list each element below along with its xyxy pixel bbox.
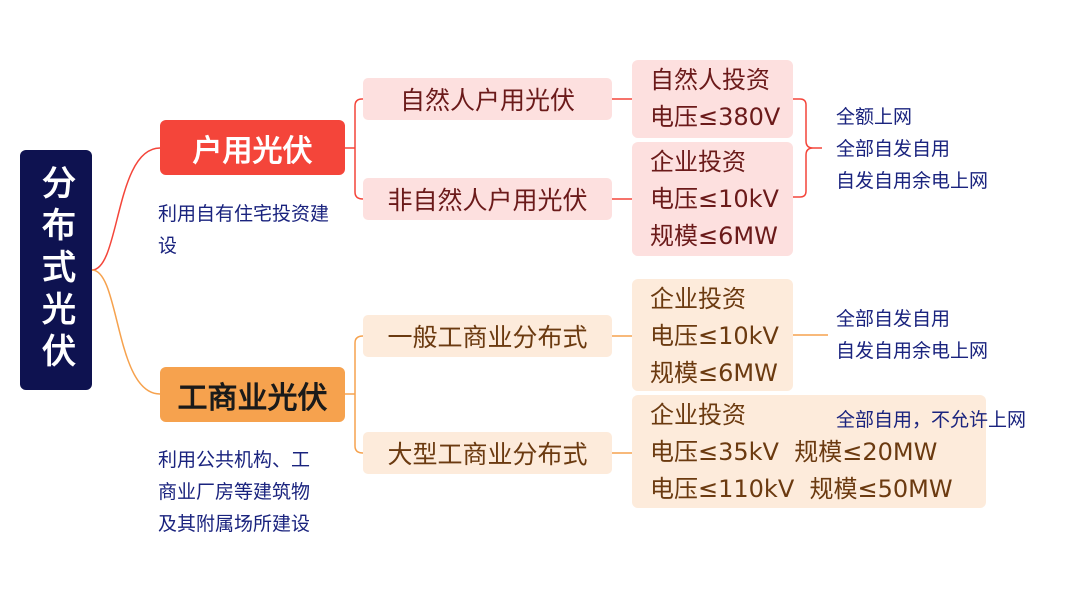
leaf-general-commercial-details: 企业投资 电压≤10kV 规模≤6MW (632, 279, 793, 391)
node-large-commercial: 大型工商业分布式 (363, 432, 612, 474)
detail-line: 电压≤10kV (650, 185, 779, 213)
detail-line: 电压≤35kV 规模≤20MW (650, 438, 938, 466)
detail-line: 电压≤380V (650, 103, 781, 131)
bracket-notes-household (793, 98, 822, 198)
detail-line: 电压≤110kV 规模≤50MW (650, 475, 953, 503)
commercial-description: 利用公共机构、工商业厂房等建筑物及其附属场所建设 (158, 449, 311, 535)
detail-line: 规模≤6MW (650, 222, 778, 250)
node-commercial-pv: 工商业光伏 (160, 367, 345, 422)
large-commercial-notes: 全部自用，不允许上网 (836, 404, 1026, 436)
detail-line: 规模≤6MW (650, 359, 778, 387)
general-commercial-notes: 全部自发自用 自发自用余电上网 (836, 303, 988, 367)
connector-root-household (91, 147, 161, 271)
note-line: 全部自发自用 (836, 138, 951, 160)
connector-household-children (345, 98, 364, 200)
node-household-pv: 户用光伏 (160, 120, 345, 175)
leaf-non-natural-person-details: 企业投资 电压≤10kV 规模≤6MW (632, 142, 793, 256)
node-non-natural-person: 非自然人户用光伏 (363, 178, 612, 220)
node-general-commercial: 一般工商业分布式 (363, 315, 612, 357)
note-line: 全部自发自用 (836, 308, 951, 330)
detail-line: 电压≤10kV (650, 322, 779, 350)
detail-line: 自然人投资 (650, 66, 770, 94)
leaf-natural-person-details: 自然人投资 电压≤380V (632, 60, 793, 138)
note-line: 自发自用余电上网 (836, 170, 989, 192)
note-line: 全部自用，不允许上网 (836, 409, 1027, 431)
detail-line: 企业投资 (650, 401, 746, 429)
leaf-large-commercial-details: 企业投资 电压≤35kV 规模≤20MW 电压≤110kV 规模≤50MW (632, 395, 986, 508)
detail-line: 企业投资 (650, 285, 746, 313)
household-description: 利用自有住宅投资建设 (158, 203, 330, 257)
connector-commercial-children (345, 335, 364, 454)
household-grid-notes: 全额上网 全部自发自用 自发自用余电上网 (836, 101, 988, 197)
connector-root-commercial (91, 269, 161, 395)
node-natural-person: 自然人户用光伏 (363, 78, 612, 120)
detail-line: 企业投资 (650, 148, 746, 176)
note-line: 全额上网 (836, 106, 913, 128)
note-line: 自发自用余电上网 (836, 340, 989, 362)
root-node: 分布式光伏 (20, 150, 92, 390)
